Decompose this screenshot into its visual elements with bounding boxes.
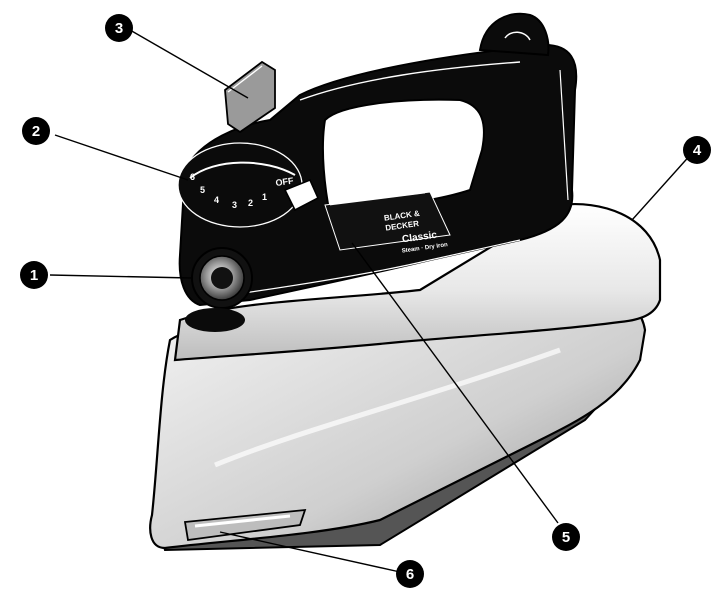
dial-mark-5: 5 xyxy=(200,185,205,195)
dial-mark-4: 4 xyxy=(214,195,219,205)
callout-6-label: 6 xyxy=(406,566,414,583)
dial-mark-6: 6 xyxy=(190,172,195,182)
callout-1: 1 xyxy=(20,261,48,289)
callout-5: 5 xyxy=(552,523,580,551)
callout-2-label: 2 xyxy=(32,123,40,140)
callout-3-label: 3 xyxy=(115,20,123,37)
callout-5-label: 5 xyxy=(562,529,570,546)
callout-4-label: 4 xyxy=(693,142,702,159)
callout-2: 2 xyxy=(22,117,50,145)
dial-mark-1: 1 xyxy=(262,192,267,202)
callout-3: 3 xyxy=(105,14,133,42)
callout-4: 4 xyxy=(683,136,711,164)
dial-mark-3: 3 xyxy=(232,200,237,210)
callout-6: 6 xyxy=(396,560,424,588)
callout-1-label: 1 xyxy=(30,267,38,284)
dial-mark-2: 2 xyxy=(248,198,253,208)
